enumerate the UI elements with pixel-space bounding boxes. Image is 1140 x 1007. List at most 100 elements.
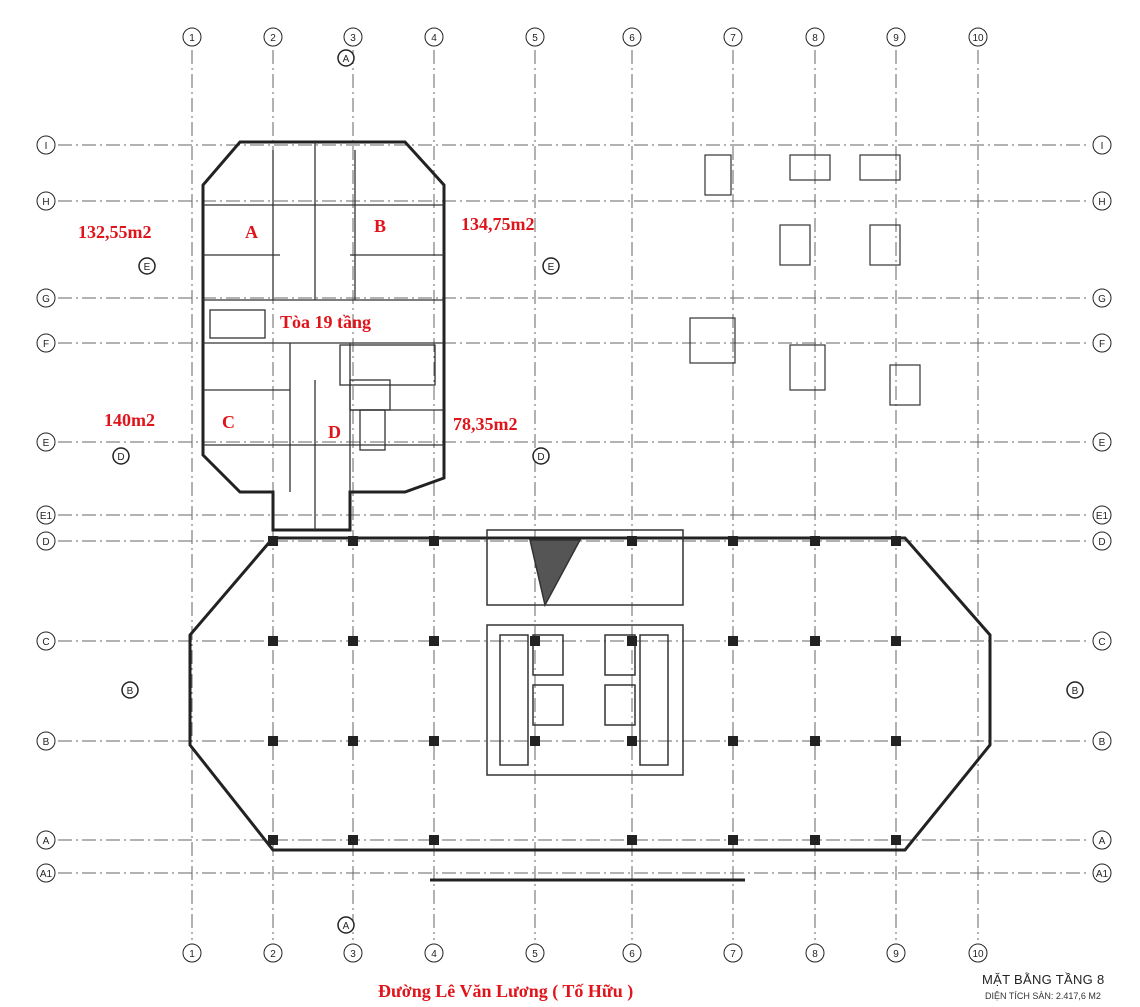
structural-column [810, 835, 820, 845]
structural-column [891, 835, 901, 845]
grid-bubble [622, 943, 642, 963]
grid-row-label: A [43, 836, 50, 847]
grid-column-label: 7 [730, 33, 736, 44]
grid-row-label: B [43, 737, 50, 748]
grid-row-label: H [42, 197, 49, 208]
section-mark-label: A [343, 54, 350, 65]
structural-column [627, 536, 637, 546]
grid-bubble [1092, 731, 1112, 751]
section-mark-label: E [144, 262, 151, 273]
grid-bubble [36, 731, 56, 751]
section-mark [532, 447, 550, 465]
section-mark-label: D [537, 452, 544, 463]
grid-bubble [1092, 191, 1112, 211]
grid-bubble [1092, 631, 1112, 651]
grid-bubble [36, 191, 56, 211]
grid-bubble [36, 432, 56, 452]
grid-column-label: 4 [431, 33, 437, 44]
grid-row-label: H [1098, 197, 1105, 208]
grid-bubble [1092, 333, 1112, 353]
grid-column-label: 1 [189, 949, 195, 960]
grid-row-label: B [1099, 737, 1106, 748]
grid-row-label: E1 [1096, 511, 1109, 522]
structural-column [891, 736, 901, 746]
grid-row-label: F [1099, 339, 1105, 350]
tower-outline [201, 140, 446, 532]
grid-column-label: 9 [893, 33, 899, 44]
structural-column [429, 536, 439, 546]
grid-row-label: A1 [40, 869, 53, 880]
grid-bubble [968, 943, 988, 963]
structural-column [810, 736, 820, 746]
grid-row-label: F [43, 339, 49, 350]
grid-bubble [968, 27, 988, 47]
section-mark-label: E [548, 262, 555, 273]
section-mark [121, 681, 139, 699]
grid-row-label: I [1101, 141, 1104, 152]
grid-row-label: D [42, 537, 49, 548]
structural-column [810, 536, 820, 546]
grid-bubble [1092, 135, 1112, 155]
structural-column [728, 636, 738, 646]
grid-bubble [723, 27, 743, 47]
structural-column [728, 835, 738, 845]
unit-b-label: B [374, 216, 387, 236]
grid-column-label: 6 [629, 949, 635, 960]
grid-row-label: I [45, 141, 48, 152]
grid-bubble [805, 943, 825, 963]
grid-bubble [263, 943, 283, 963]
structural-column [348, 835, 358, 845]
structural-column [268, 835, 278, 845]
grid-bubble [1092, 432, 1112, 452]
structural-column [891, 636, 901, 646]
grid-bubble [36, 631, 56, 651]
grid-bubble [36, 830, 56, 850]
drawing-title: MẶT BẰNG TẦNG 8 [982, 972, 1105, 987]
grid-bubble [182, 27, 202, 47]
section-mark-label: A [343, 921, 350, 932]
structural-column [268, 636, 278, 646]
structural-column [348, 536, 358, 546]
grid-row-label: D [1098, 537, 1105, 548]
grid-bubble [1092, 288, 1112, 308]
grid-row-label: A [1099, 836, 1106, 847]
grid-bubble [886, 27, 906, 47]
structural-column [728, 536, 738, 546]
grid-bubble [36, 531, 56, 551]
unit-b-area: 134,75m2 [461, 214, 535, 234]
grid-bubble [1092, 863, 1112, 883]
structural-column [429, 736, 439, 746]
grid-column-label: 2 [270, 949, 276, 960]
unit-a-area: 132,55m2 [78, 222, 152, 242]
unit-c-area: 140m2 [104, 410, 155, 430]
grid-bubble [1092, 830, 1112, 850]
grid-bubble [36, 863, 56, 883]
structural-column [627, 835, 637, 845]
street-label: Đường Lê Văn Lương ( Tố Hữu ) [378, 981, 634, 1001]
grid-column-label: 7 [730, 949, 736, 960]
grid-column-label: 4 [431, 949, 437, 960]
structural-column [348, 636, 358, 646]
section-mark [337, 916, 355, 934]
grid-bubble [36, 288, 56, 308]
grid-row-label: G [42, 294, 50, 305]
grid-column-label: 10 [972, 33, 984, 44]
structural-column [268, 536, 278, 546]
section-mark [337, 49, 355, 67]
grid-bubble [36, 135, 56, 155]
grid-bubble [886, 943, 906, 963]
grid-bubble [525, 943, 545, 963]
structural-column [530, 736, 540, 746]
detail-sections [689, 154, 921, 406]
unit-a-label: A [245, 222, 258, 242]
unit-d-label: D [328, 422, 341, 442]
grid-bubble [36, 505, 56, 525]
grid-bubble [1092, 505, 1112, 525]
grid-column-label: 9 [893, 949, 899, 960]
section-mark-label: B [127, 686, 134, 697]
grid-bubble [525, 27, 545, 47]
section-mark [1066, 681, 1084, 699]
grid-bubble [805, 27, 825, 47]
